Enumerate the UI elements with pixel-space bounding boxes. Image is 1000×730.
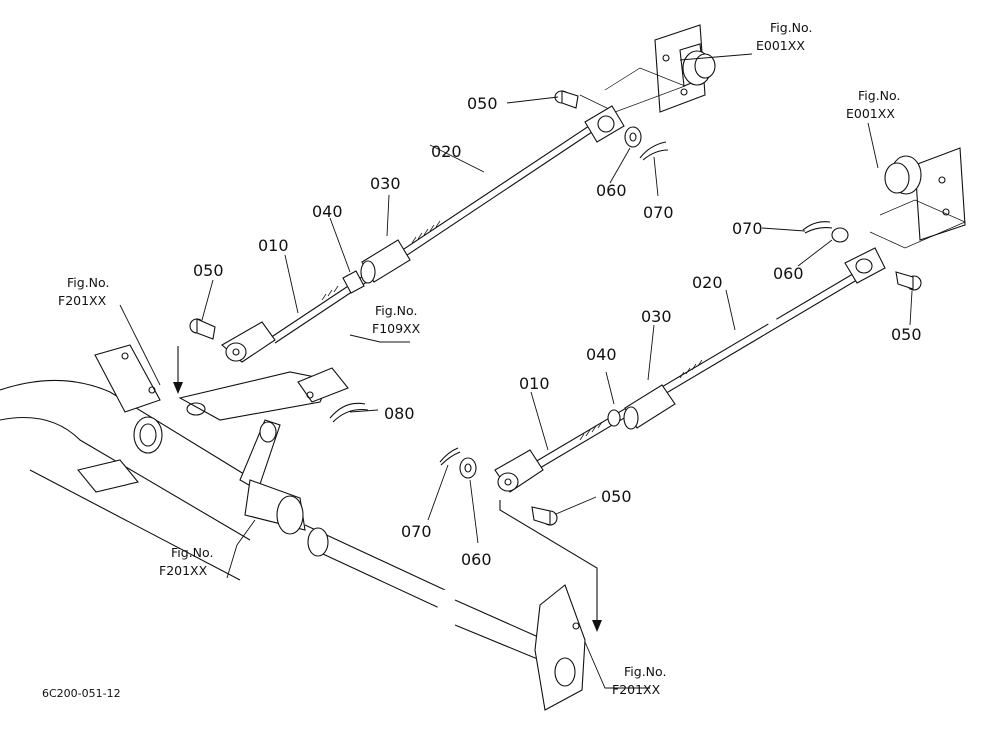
svg-text:E001XX: E001XX	[846, 106, 895, 121]
part-010-lower-label: 010	[519, 374, 550, 393]
part-060-right-label: 060	[773, 264, 804, 283]
part-070-upper-label: 070	[643, 203, 674, 222]
svg-text:Fig.No.: Fig.No.	[770, 20, 812, 35]
part-050-left-label: 050	[193, 261, 224, 280]
fig-ref-f201xx-bottom[interactable]: Fig.No. F201XX	[612, 664, 666, 697]
assembly-arrow-left	[173, 346, 183, 394]
part-070-lower-label: 070	[401, 522, 432, 541]
part-030-upper-label: 030	[370, 174, 401, 193]
part-060-lower-label: 060	[461, 550, 492, 569]
svg-text:E001XX: E001XX	[756, 38, 805, 53]
part-050-upper-label: 050	[467, 94, 498, 113]
part-010-upper-label: 010	[258, 236, 289, 255]
rod-assembly-upper	[189, 90, 669, 363]
part-050-lower-label: 050	[601, 487, 632, 506]
frame-left	[0, 344, 586, 711]
part-020-upper-label: 020	[431, 142, 462, 161]
part-040-lower-label: 040	[586, 345, 617, 364]
svg-text:F201XX: F201XX	[612, 682, 661, 697]
svg-text:F201XX: F201XX	[159, 563, 208, 578]
part-070-right-label: 070	[732, 219, 763, 238]
fig-ref-e001xx-right[interactable]: Fig.No. E001XX	[846, 88, 900, 121]
svg-text:Fig.No.: Fig.No.	[171, 545, 213, 560]
fig-ref-f201xx-left[interactable]: Fig.No. F201XX	[58, 275, 109, 308]
svg-text:Fig.No.: Fig.No.	[375, 303, 417, 318]
svg-text:F109XX: F109XX	[372, 321, 421, 336]
svg-text:Fig.No.: Fig.No.	[858, 88, 900, 103]
part-060-upper-label: 060	[596, 181, 627, 200]
part-050-right-label: 050	[891, 325, 922, 344]
drawing-number: 6C200-051-12	[42, 687, 121, 700]
clevis-pin-upper	[554, 90, 579, 109]
rod-assembly-lower	[439, 221, 922, 526]
leader-lines	[119, 53, 913, 689]
fig-ref-e001xx-upper[interactable]: Fig.No. E001XX	[756, 20, 812, 53]
part-080-label: 080	[384, 404, 415, 423]
part-040-upper-label: 040	[312, 202, 343, 221]
fig-ref-f109xx[interactable]: Fig.No. F109XX	[372, 303, 421, 336]
assembly-arrow-right	[499, 500, 602, 632]
mounting-bracket-upper	[579, 24, 716, 113]
clevis-pin-left	[189, 318, 216, 340]
svg-text:F201XX: F201XX	[58, 293, 107, 308]
part-030-lower-label: 030	[641, 307, 672, 326]
mounting-bracket-right	[869, 147, 966, 249]
svg-text:Fig.No.: Fig.No.	[67, 275, 109, 290]
svg-text:Fig.No.: Fig.No.	[624, 664, 666, 679]
fig-ref-f201xx-center[interactable]: Fig.No. F201XX	[159, 545, 213, 578]
part-020-lower-label: 020	[692, 273, 723, 292]
